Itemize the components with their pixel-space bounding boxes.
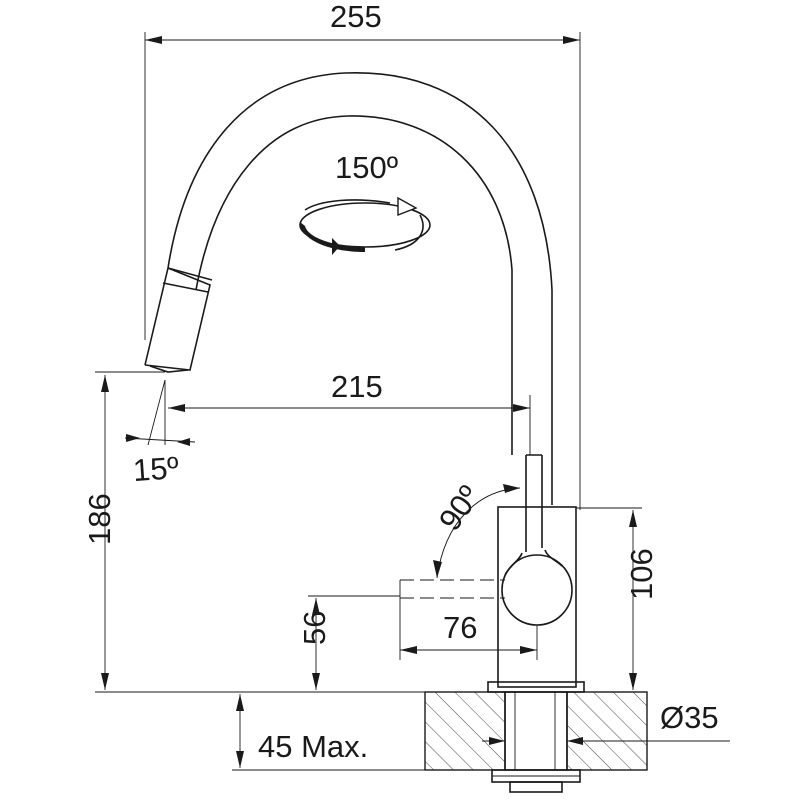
dim-255-label: 255 [330,0,382,34]
dim-106-label: 106 [624,548,659,600]
dim-215-label: 215 [331,369,383,404]
dim-76-label: 76 [443,610,477,645]
dim-215 [168,395,531,455]
dim-45-max-label: 45 Max. [258,729,368,764]
dim-35-label: Ø35 [660,700,719,735]
dim-56 [308,595,400,690]
spray-angle [124,379,196,446]
dim-106 [576,507,642,693]
deck-section [424,691,648,771]
rotation-arrow-icon [299,196,431,255]
dim-56-label: 56 [297,611,332,645]
swivel-angle-label: 150º [335,150,398,185]
dim-186-label: 186 [82,493,117,545]
dim-35 [482,737,730,745]
dim-76 [399,598,538,660]
dim-45-max [232,694,425,771]
lever-angle-label: 90º [432,479,487,537]
lever-angle [399,484,521,599]
dim-255 [144,32,581,510]
dim-186 [95,371,425,693]
spray-angle-label: 15º [132,450,180,488]
